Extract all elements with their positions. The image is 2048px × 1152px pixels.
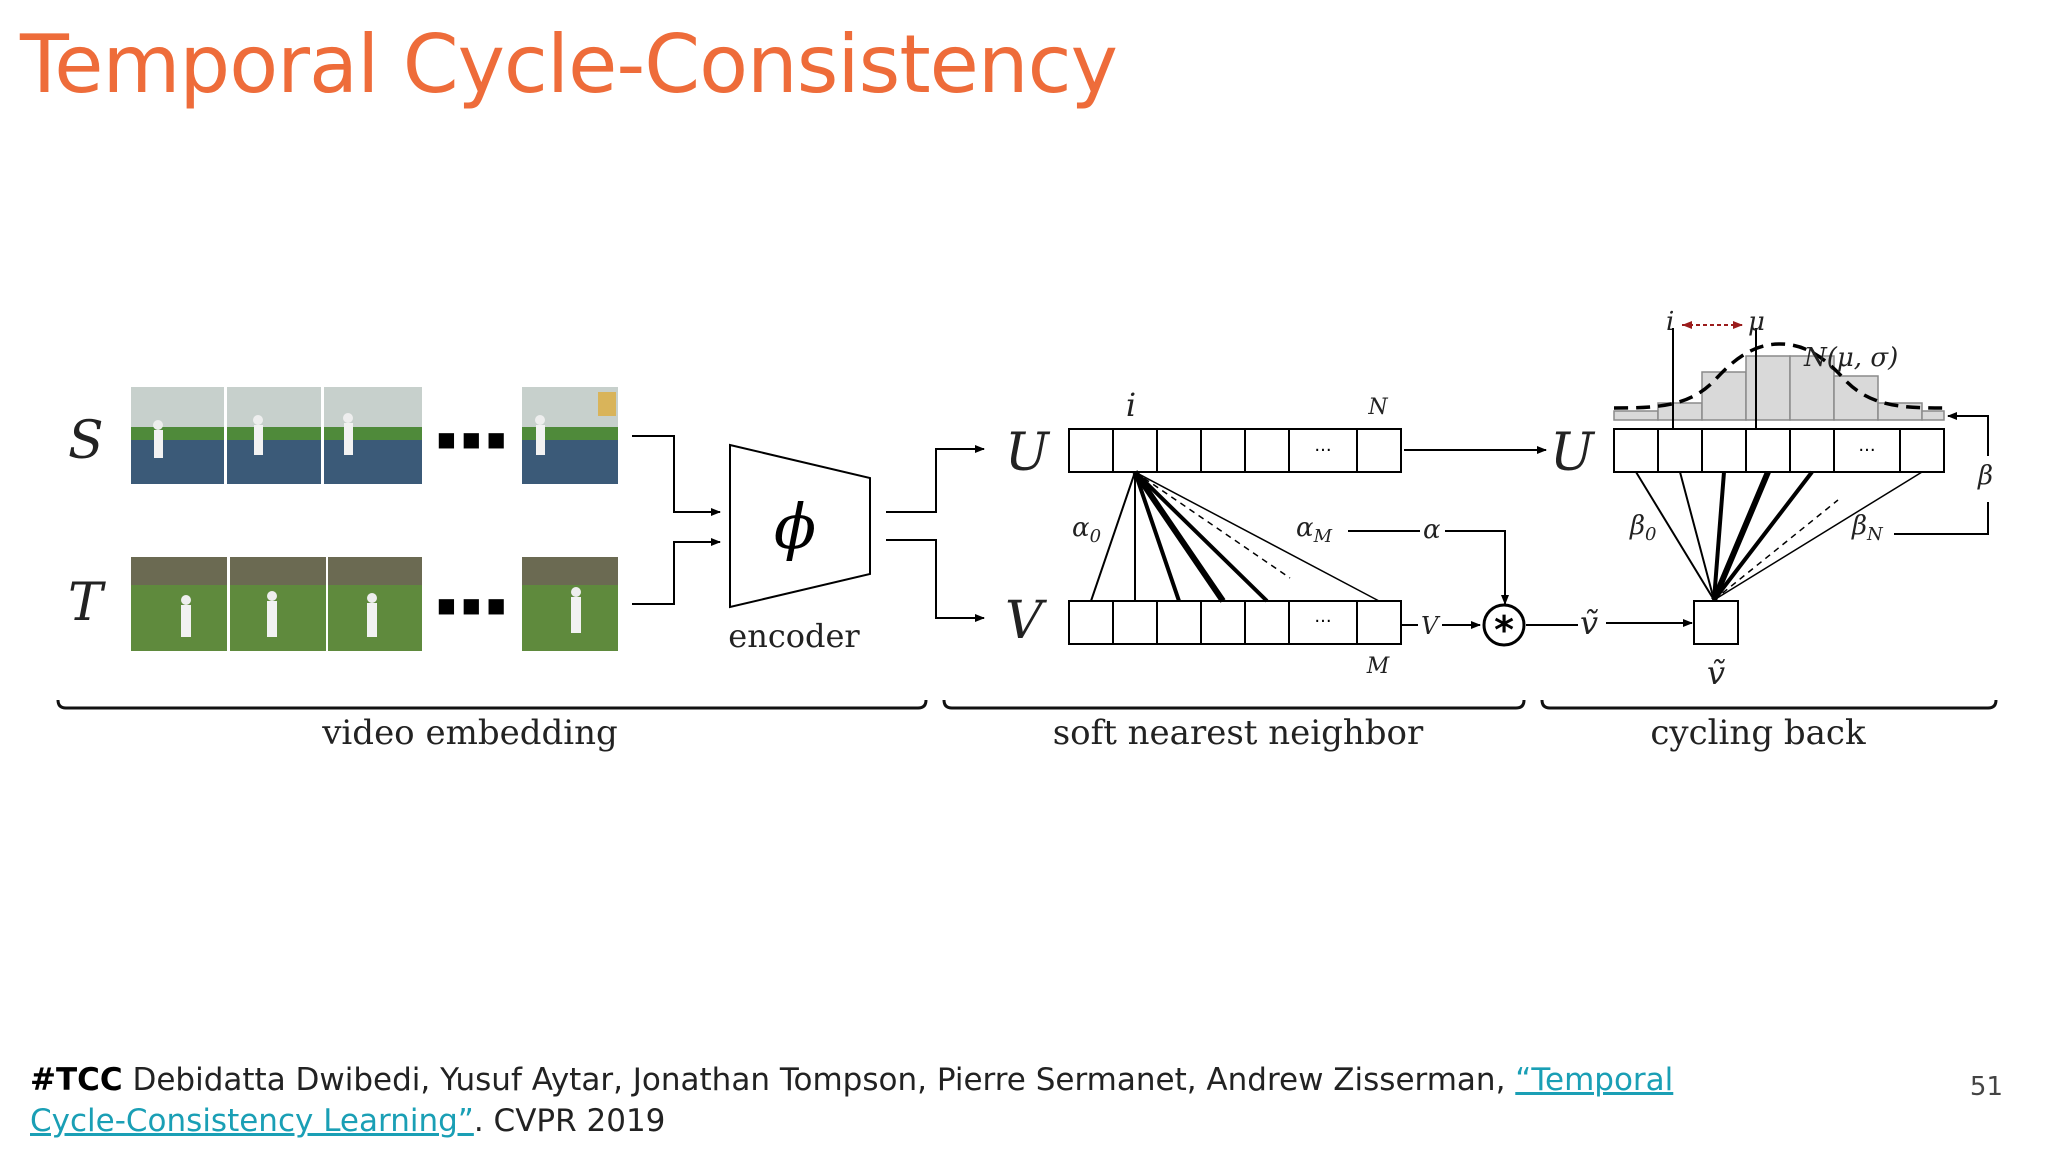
u-cell-ellipsis: ··· [1314,440,1331,461]
u-label: U [1005,423,1051,483]
section-braces [56,699,1998,710]
gaussian-label: N(μ, σ) [1803,343,1898,373]
video-frame [230,557,326,651]
beta-feedback-line [1894,412,1989,535]
source-video-frames [131,387,618,484]
alpha-to-star-line [1348,530,1509,605]
alpha0-label: α0 [1072,513,1101,547]
cycle-mu-label: μ [1748,307,1765,337]
v-label: V [1005,591,1047,651]
cycle-u-cell-ellipsis: ··· [1858,440,1875,461]
embedding-cell [1068,600,1114,645]
page-number: 51 [1969,1072,2003,1102]
embedding-cell [1068,428,1114,473]
cycle-i-label: i [1666,307,1674,337]
betaN-label: βN [1851,511,1884,545]
encoder-block [729,443,871,609]
gaussian-curve [1613,342,1945,410]
cycle-u-embedding-sequence [1613,428,1945,473]
video-frame [522,387,618,484]
v-line-label: V [1421,612,1441,640]
embedding-cell [1244,600,1290,645]
citation-tag: #TCC [30,1062,123,1098]
video-frame [324,387,422,484]
embedding-cell [1613,428,1659,473]
encoder-output-arrows [886,445,985,622]
video-frame [522,557,618,651]
embedding-cell [1200,428,1246,473]
video-frame [131,387,224,484]
embedding-cell [1657,428,1703,473]
u-embedding-sequence [1068,428,1402,473]
cycle-u-label: U [1550,423,1596,483]
weighted-sum-operator [1482,603,1526,647]
video-frame [227,387,321,484]
embedding-cell [1288,600,1358,645]
beta0-label: β0 [1629,511,1656,545]
video-frame [328,557,422,651]
v-tilde-box [1693,600,1739,645]
u-index-label: i [1126,386,1136,424]
t-ellipsis: ■■■ [437,593,512,617]
embedding-cell [1156,428,1202,473]
embedding-cell [1833,428,1901,473]
embedding-cell [1112,600,1158,645]
row-s-label: S [68,411,104,471]
embedding-cell [1112,428,1158,473]
similarity-lines [1090,470,1380,603]
alpha-label: α [1423,515,1441,545]
embedding-cell [1356,600,1402,645]
u-length-label: N [1367,395,1388,420]
paper-link[interactable]: “Temporal Cycle-Consistency Learning” [30,1062,1674,1139]
v-tilde-label: ṽ [1580,604,1598,642]
beta-label: β [1977,461,1993,491]
v-embedding-sequence [1068,600,1402,645]
section-label-soft-nearest-neighbor: soft nearest neighbor [1053,713,1424,753]
target-video-frames [131,557,618,651]
embedding-cell [1244,428,1290,473]
embedding-cell [1745,428,1791,473]
s-ellipsis: ■■■ [437,427,512,451]
embedding-cell [1789,428,1835,473]
v-length-label: M [1366,654,1390,679]
encoder-label: encoder [728,617,860,655]
video-frame [131,557,227,651]
section-label-video-embedding: video embedding [321,713,618,753]
embedding-cell [1156,600,1202,645]
embedding-cell [1899,428,1945,473]
embedding-cell [1200,600,1246,645]
citation: #TCC Debidatta Dwibedi, Yusuf Aytar, Jon… [30,1060,1730,1142]
citation-authors: Debidatta Dwibedi, Yusuf Aytar, Jonathan… [122,1062,1516,1098]
citation-venue: . CVPR 2019 [473,1103,666,1139]
encoder-input-arrows [632,435,721,605]
encoder-phi: ϕ [774,490,816,563]
beta-similarity-lines [1635,470,1923,602]
embedding-cell [1356,428,1402,473]
v-cell-ellipsis: ··· [1314,611,1331,632]
embedding-cell [1701,428,1747,473]
row-t-label: T [68,573,106,633]
star-symbol: * [1494,608,1514,652]
slide-title: Temporal Cycle-Consistency [20,18,1118,111]
v-tilde-below-label: ṽ [1707,654,1725,692]
section-label-cycling-back: cycling back [1650,713,1866,753]
i-mu-distance-arrowhead [1682,321,1692,329]
gaussian-histogram [1613,355,1945,421]
alphaM-label: αM [1296,513,1333,547]
